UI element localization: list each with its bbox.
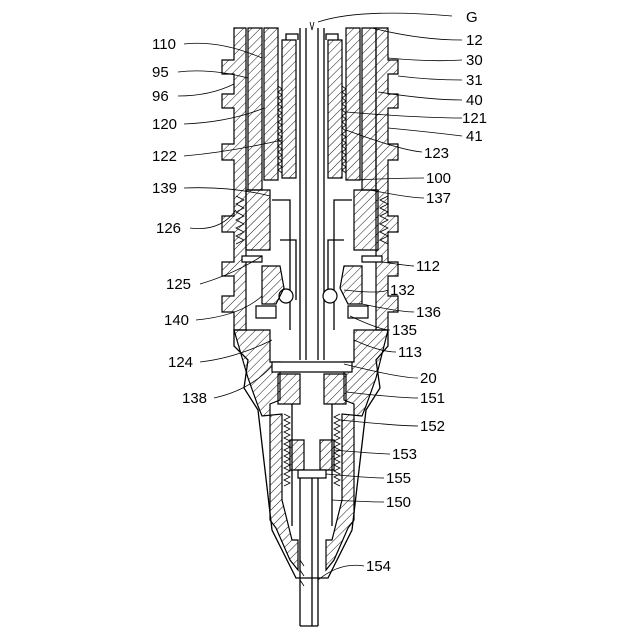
ball-detent <box>256 266 368 318</box>
middle-coupling <box>236 190 388 262</box>
label-154: 154 <box>366 558 391 575</box>
label-136: 136 <box>416 304 441 321</box>
label-121: 121 <box>462 110 487 127</box>
label-132: 132 <box>390 282 415 299</box>
label-31: 31 <box>466 72 483 89</box>
leader-lines <box>178 13 462 580</box>
label-40: 40 <box>466 92 483 109</box>
label-153: 153 <box>392 446 417 463</box>
label-12: 12 <box>466 32 483 49</box>
label-151: 151 <box>420 390 445 407</box>
label-41: 41 <box>466 128 483 145</box>
label-138: 138 <box>182 390 207 407</box>
label-95: 95 <box>152 64 169 81</box>
label-135: 135 <box>392 322 417 339</box>
label-140: 140 <box>164 312 189 329</box>
label-124: 124 <box>168 354 193 371</box>
label-113: 113 <box>398 344 422 361</box>
label-30: 30 <box>466 52 483 69</box>
label-152: 152 <box>420 418 445 435</box>
label-150: 150 <box>386 494 411 511</box>
label-120: 120 <box>152 116 177 133</box>
label-112: 112 <box>416 258 440 275</box>
label-110: 110 <box>152 36 176 53</box>
label-125: 125 <box>166 276 191 293</box>
label-155: 155 <box>386 470 411 487</box>
label-20: 20 <box>420 370 437 387</box>
label-137: 137 <box>426 190 451 207</box>
label-G: G <box>466 9 478 26</box>
label-123: 123 <box>424 145 449 162</box>
label-96: 96 <box>152 88 169 105</box>
label-100: 100 <box>426 170 451 187</box>
label-139: 139 <box>152 180 177 197</box>
label-126: 126 <box>156 220 181 237</box>
label-122: 122 <box>152 148 177 165</box>
needle <box>300 478 318 626</box>
